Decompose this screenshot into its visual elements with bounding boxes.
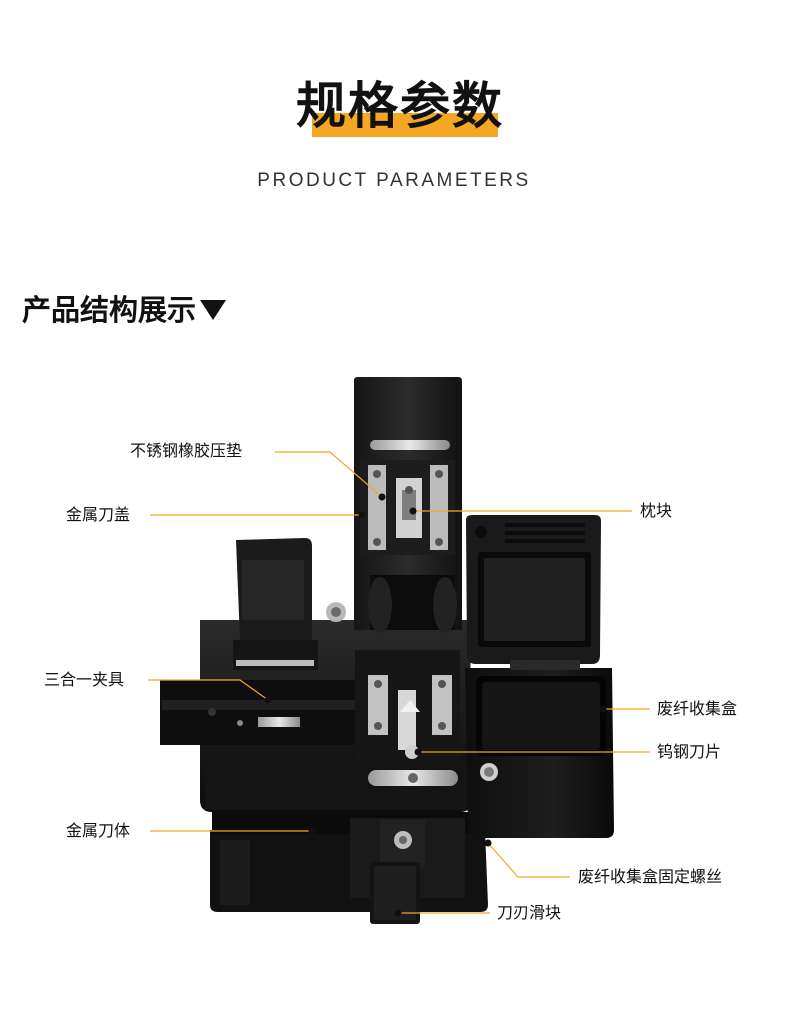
title-highlight-bar [312,113,498,137]
label-metal-lid: 金属刀盖 [66,505,131,524]
page-subtitle: PRODUCT PARAMETERS [257,170,531,191]
section-title: 产品结构展示 [22,293,197,327]
page-title: 规格参数 [296,77,504,135]
waste-collection-box [465,515,614,838]
label-clamp: 三合一夹具 [44,670,125,689]
label-pillow-block: 枕块 [640,501,673,520]
metal-blade-lid [326,377,462,633]
label-box-screw: 废纤收集盒固定螺丝 [578,867,723,886]
three-in-one-clamp [160,538,360,745]
label-blade-slider: 刀刃滑块 [497,903,562,922]
blade-slider [370,820,425,924]
section-heading: 产品结构展示 [22,292,227,328]
label-waste-box: 废纤收集盒 [657,699,738,718]
label-rubber-pad: 不锈钢橡胶压垫 [130,441,243,460]
triangle-down-icon [200,300,227,320]
label-metal-body: 金属刀体 [66,821,131,840]
cleaving-blade-area [355,650,460,786]
label-blade: 钨钢刀片 [657,742,722,761]
